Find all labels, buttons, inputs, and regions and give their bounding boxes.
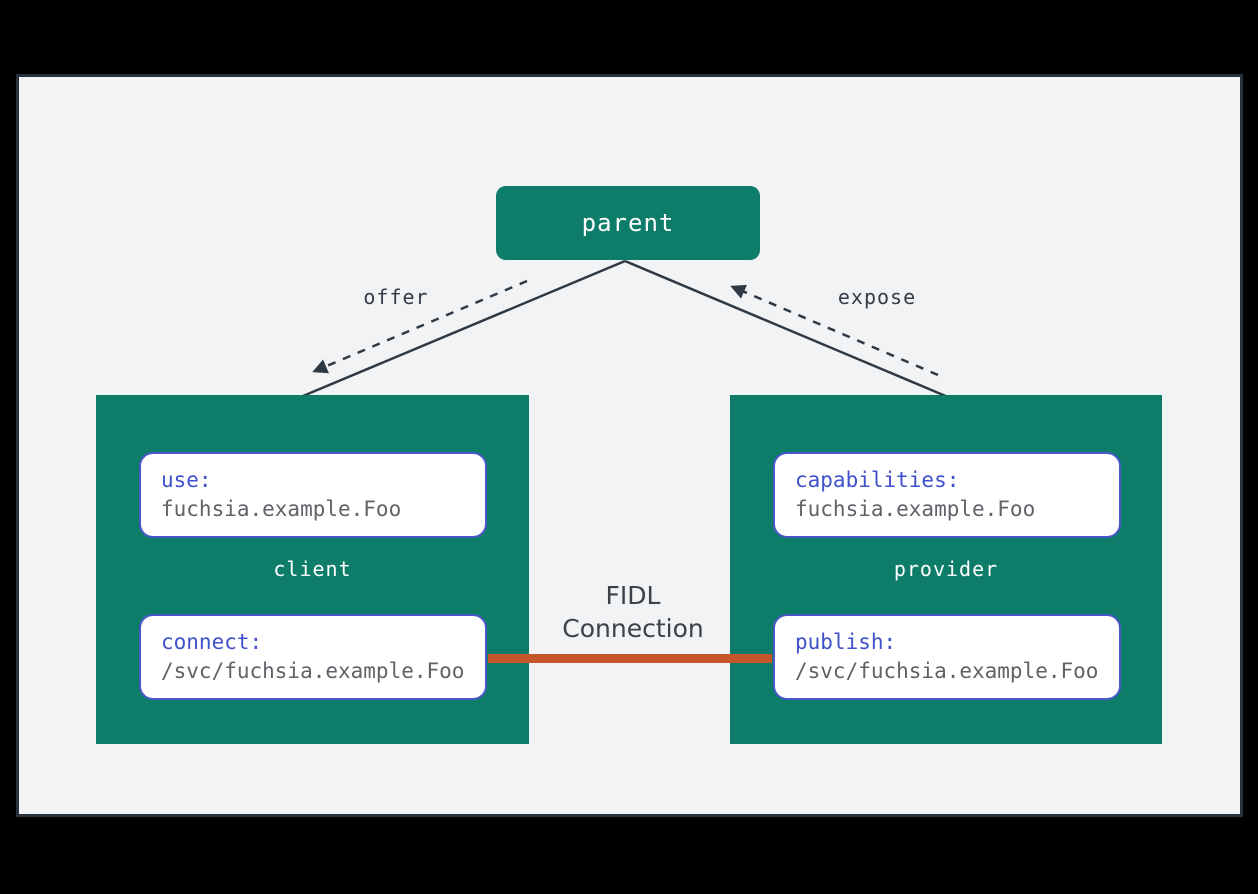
diagram-panel: parent offer expose use: fuchsia.example… xyxy=(16,74,1243,817)
expose-edge-label: expose xyxy=(837,285,917,309)
expose-solid-line xyxy=(624,259,949,399)
capabilities-capability-value: fuchsia.example.Foo xyxy=(795,497,1036,521)
offer-solid-line xyxy=(302,259,626,398)
connect-capability-key: connect: xyxy=(161,630,263,654)
offer-edge-label: offer xyxy=(363,285,429,309)
provider-component-label: provider xyxy=(893,557,999,581)
use-capability-key: use: xyxy=(161,468,212,492)
provider-component-node: capabilities: fuchsia.example.Foo provid… xyxy=(730,395,1162,744)
use-capability-box: use: fuchsia.example.Foo xyxy=(139,452,487,538)
fidl-connection-label: FIDL Connection xyxy=(562,579,703,645)
client-component-label: client xyxy=(273,557,352,581)
parent-component-label: parent xyxy=(581,209,675,237)
fidl-connection-label-line2: Connection xyxy=(562,614,704,643)
fidl-connection-label-line1: FIDL xyxy=(605,581,661,610)
parent-component-node: parent xyxy=(496,186,760,260)
capabilities-capability-key: capabilities: xyxy=(795,468,960,492)
connect-capability-value: /svc/fuchsia.example.Foo xyxy=(161,659,465,683)
use-capability-value: fuchsia.example.Foo xyxy=(161,497,402,521)
fidl-connection-line xyxy=(488,654,772,663)
publish-capability-value: /svc/fuchsia.example.Foo xyxy=(795,659,1099,683)
publish-capability-key: publish: xyxy=(795,630,897,654)
client-component-node: use: fuchsia.example.Foo client connect:… xyxy=(96,395,529,744)
connect-capability-box: connect: /svc/fuchsia.example.Foo xyxy=(139,614,487,700)
publish-capability-box: publish: /svc/fuchsia.example.Foo xyxy=(773,614,1121,700)
capabilities-capability-box: capabilities: fuchsia.example.Foo xyxy=(773,452,1121,538)
